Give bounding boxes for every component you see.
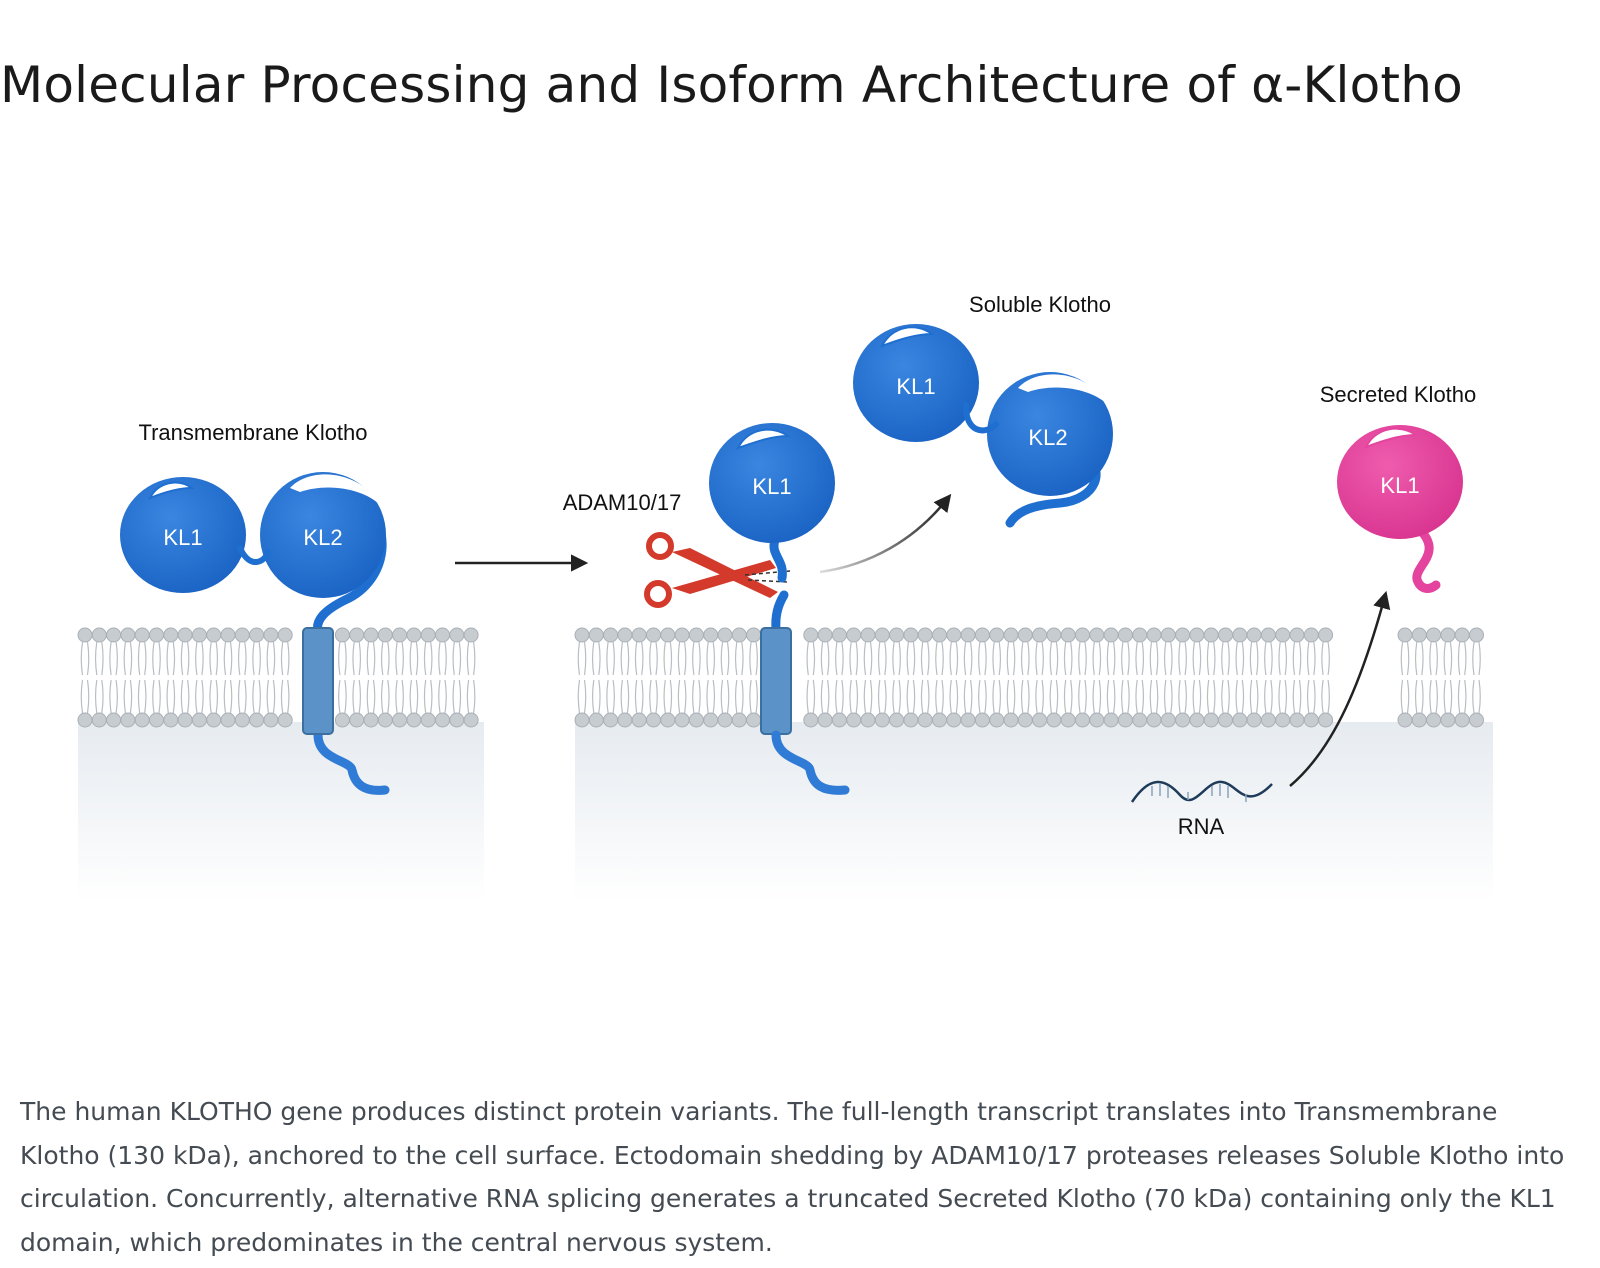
kl1-label: KL1 (752, 474, 791, 499)
kl1-domain (120, 477, 246, 593)
release-arrow (819, 493, 952, 574)
kl2-domain (260, 472, 386, 598)
kl1-domain (1337, 425, 1463, 539)
kl2-domain (987, 372, 1113, 496)
kl2-label: KL2 (1028, 425, 1067, 450)
kl1-label: KL1 (896, 374, 935, 399)
scissors-icon (644, 532, 791, 608)
splicing-arrow (1289, 590, 1391, 787)
figure-caption: The human KLOTHO gene produces distinct … (20, 1097, 1565, 1257)
rna-label: RNA (1178, 814, 1225, 839)
transmembrane-helix (760, 627, 792, 735)
rna: RNA (1130, 780, 1273, 839)
kl1-label: KL1 (163, 525, 202, 550)
soluble-klotho-label: Soluble Klotho (969, 292, 1111, 317)
transmembrane-klotho-label: Transmembrane Klotho (138, 420, 367, 445)
cytoplasm-left (78, 722, 484, 902)
protease-label: ADAM10/17 (563, 490, 682, 515)
secreted-klotho: Secreted Klotho KL1 (1320, 382, 1477, 593)
kl2-label: KL2 (303, 525, 342, 550)
soluble-klotho: Soluble Klotho KL1 KL2 (853, 292, 1113, 528)
kl1-domain (853, 324, 979, 442)
transmembrane-helix (302, 627, 334, 735)
kl1-domain (709, 423, 835, 543)
cytoplasm-right (575, 722, 1493, 902)
page-title: Molecular Processing and Isoform Archite… (0, 56, 1463, 114)
secreted-klotho-label: Secreted Klotho (1320, 382, 1477, 407)
rna-icon (1130, 780, 1273, 803)
kl1-label: KL1 (1380, 473, 1419, 498)
transmembrane-klotho: KL1 KL2 Transmembrane Klotho (120, 420, 390, 795)
lipid-bilayers (77, 627, 1484, 728)
cleavage-site: ADAM10/17 KL1 (563, 423, 850, 795)
